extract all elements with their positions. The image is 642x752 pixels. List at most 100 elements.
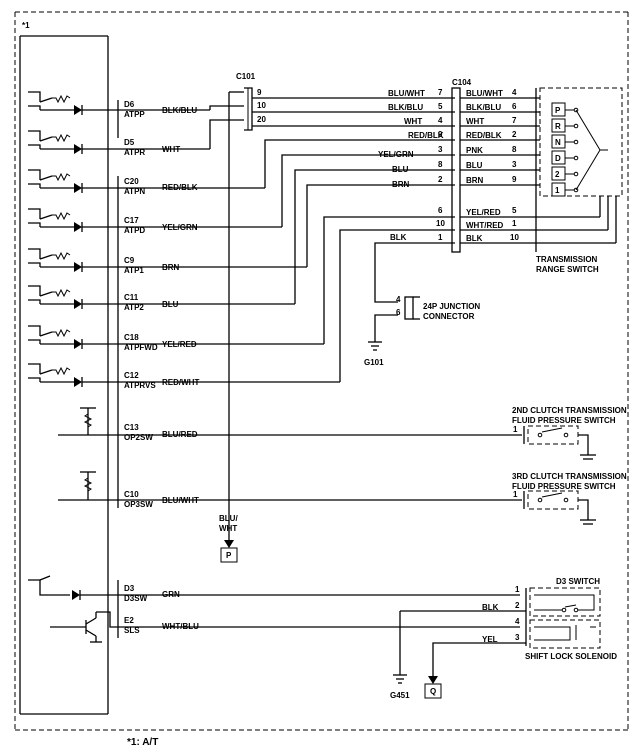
c104-pin: 7 <box>438 88 443 97</box>
range-position: R <box>551 118 579 133</box>
ecm-pin: C11 <box>124 293 139 302</box>
ecm-lower-internal <box>28 575 118 643</box>
arrow-p <box>224 540 234 548</box>
c104-pin: 1 <box>512 219 517 228</box>
range-position-label: R <box>555 122 561 131</box>
wire-label: RED/BLK <box>408 131 444 140</box>
c104-pin: 8 <box>512 145 517 154</box>
c104-right-pins: 4 6 7 2 8 3 9 5 1 10 <box>510 88 519 242</box>
range-position-label: D <box>555 154 561 163</box>
c104-pin: 1 <box>438 233 443 242</box>
ps3-pin: 1 <box>513 490 518 499</box>
c104-pin: 4 <box>438 116 443 125</box>
c104-pin: 3 <box>438 145 443 154</box>
c101-pin: 20 <box>257 115 266 124</box>
c101-pin: 10 <box>257 101 266 110</box>
ps2-title-1: 2ND CLUTCH TRANSMISSION <box>512 406 627 415</box>
range-position: 1 <box>551 182 579 197</box>
junction-pin: 4 <box>396 295 401 304</box>
c104-label: C104 <box>452 78 472 87</box>
ecm-pin: C9 <box>124 256 135 265</box>
ecm-input-circuit <box>28 91 118 115</box>
ecm-input-circuit <box>28 130 118 154</box>
ecm-pin: C13 <box>124 423 139 432</box>
wire-label: YEL <box>482 635 498 644</box>
pressure-switch-2nd: 2ND CLUTCH TRANSMISSION FLUID PRESSURE S… <box>512 406 627 460</box>
wire-label: WHT/RED <box>466 221 504 230</box>
range-position-label: N <box>555 138 561 147</box>
wire-label: WHT <box>219 524 237 533</box>
junction-pin: 6 <box>396 308 401 317</box>
arrow-q <box>428 676 438 684</box>
ecm-sig: ATP2 <box>124 303 144 312</box>
c104-pin: 8 <box>438 160 443 169</box>
solenoid-title: SHIFT LOCK SOLENOID <box>525 652 617 661</box>
ecm-wires <box>118 109 522 628</box>
c104-pin: 3 <box>512 160 517 169</box>
outer-frame <box>14 11 629 731</box>
range-position: N <box>551 134 579 149</box>
ps2-title-2: FLUID PRESSURE SWITCH <box>512 416 616 425</box>
range-position-label: 2 <box>555 170 560 179</box>
ecm-input-circuit <box>28 285 118 309</box>
wire-label: YEL/RED <box>466 208 501 217</box>
wire-label: RED/BLK <box>466 131 502 140</box>
ecm-sig: OP3SW <box>124 500 153 509</box>
ecm-pin: D3 <box>124 584 135 593</box>
ecm-pin: C10 <box>124 490 139 499</box>
ecm-sig: D3SW <box>124 594 148 603</box>
ecm-sig: ATPR <box>124 148 145 157</box>
pressure-switch-3rd: 3RD CLUTCH TRANSMISSION FLUID PRESSURE S… <box>512 472 627 525</box>
c104-pin: 9 <box>512 175 517 184</box>
c104-pin: 6 <box>512 102 517 111</box>
ecm-sig: ATP1 <box>124 266 144 275</box>
wire-yel <box>432 642 526 676</box>
ecm-sig: ATPN <box>124 187 145 196</box>
ecm-pin: D6 <box>124 100 135 109</box>
wire-label: BLK <box>482 603 499 612</box>
g451-label: G451 <box>390 691 410 700</box>
ecm-pin: D5 <box>124 138 135 147</box>
wire-label: PNK <box>466 146 483 155</box>
wire-label: BLK <box>390 233 407 242</box>
wire-label: WHT <box>466 117 484 126</box>
c101-label: C101 <box>236 72 256 81</box>
ecm-pin: C12 <box>124 371 139 380</box>
wire-label: WHT <box>404 117 422 126</box>
d3-pin: 3 <box>515 633 520 642</box>
c104-left-pins: 7 5 4 9 3 8 2 6 10 1 <box>436 88 445 242</box>
d3-pin: 2 <box>515 601 520 610</box>
ground-g101: G101 <box>364 341 384 367</box>
ecm-input-circuit <box>28 363 118 387</box>
junction-title-1: 24P JUNCTION <box>423 302 480 311</box>
g101-label: G101 <box>364 358 384 367</box>
offpage-p-box <box>220 547 238 563</box>
ecm-internal-circuits <box>28 91 118 387</box>
junction-connector: 4 6 24P JUNCTION CONNECTOR <box>396 295 480 321</box>
ground-g451: G451 <box>390 674 410 700</box>
ecm-sig: SLS <box>124 626 140 635</box>
c104-pin: 9 <box>438 130 443 139</box>
c104-right-wires <box>460 97 616 244</box>
wire-wht-to-c101 <box>209 119 244 149</box>
d3-pin: 1 <box>515 585 520 594</box>
ecm-input-circuit <box>28 325 118 349</box>
ecm-pin-labels: D6 ATPP D5 ATPR C20 ATPN C17 ATPD C9 ATP… <box>124 100 158 635</box>
range-position: P <box>551 102 579 117</box>
ecm-pin: C18 <box>124 333 139 342</box>
ecm-pin: E2 <box>124 616 134 625</box>
wire-label: BLU <box>466 161 483 170</box>
wire-label: BLU/WHT <box>466 89 503 98</box>
range-switch-title-2: RANGE SWITCH <box>536 265 599 274</box>
wire-blkblu-to-c101 <box>209 105 244 110</box>
c104-pin: 7 <box>512 116 517 125</box>
ecm-sig: ATPRVS <box>124 381 156 390</box>
ecm-input-circuit <box>28 169 118 193</box>
footnote: *1: A/T <box>127 737 158 748</box>
c104-pin: 2 <box>512 130 517 139</box>
ecm-sig: ATPD <box>124 226 145 235</box>
offpage-q: Q <box>430 687 436 696</box>
